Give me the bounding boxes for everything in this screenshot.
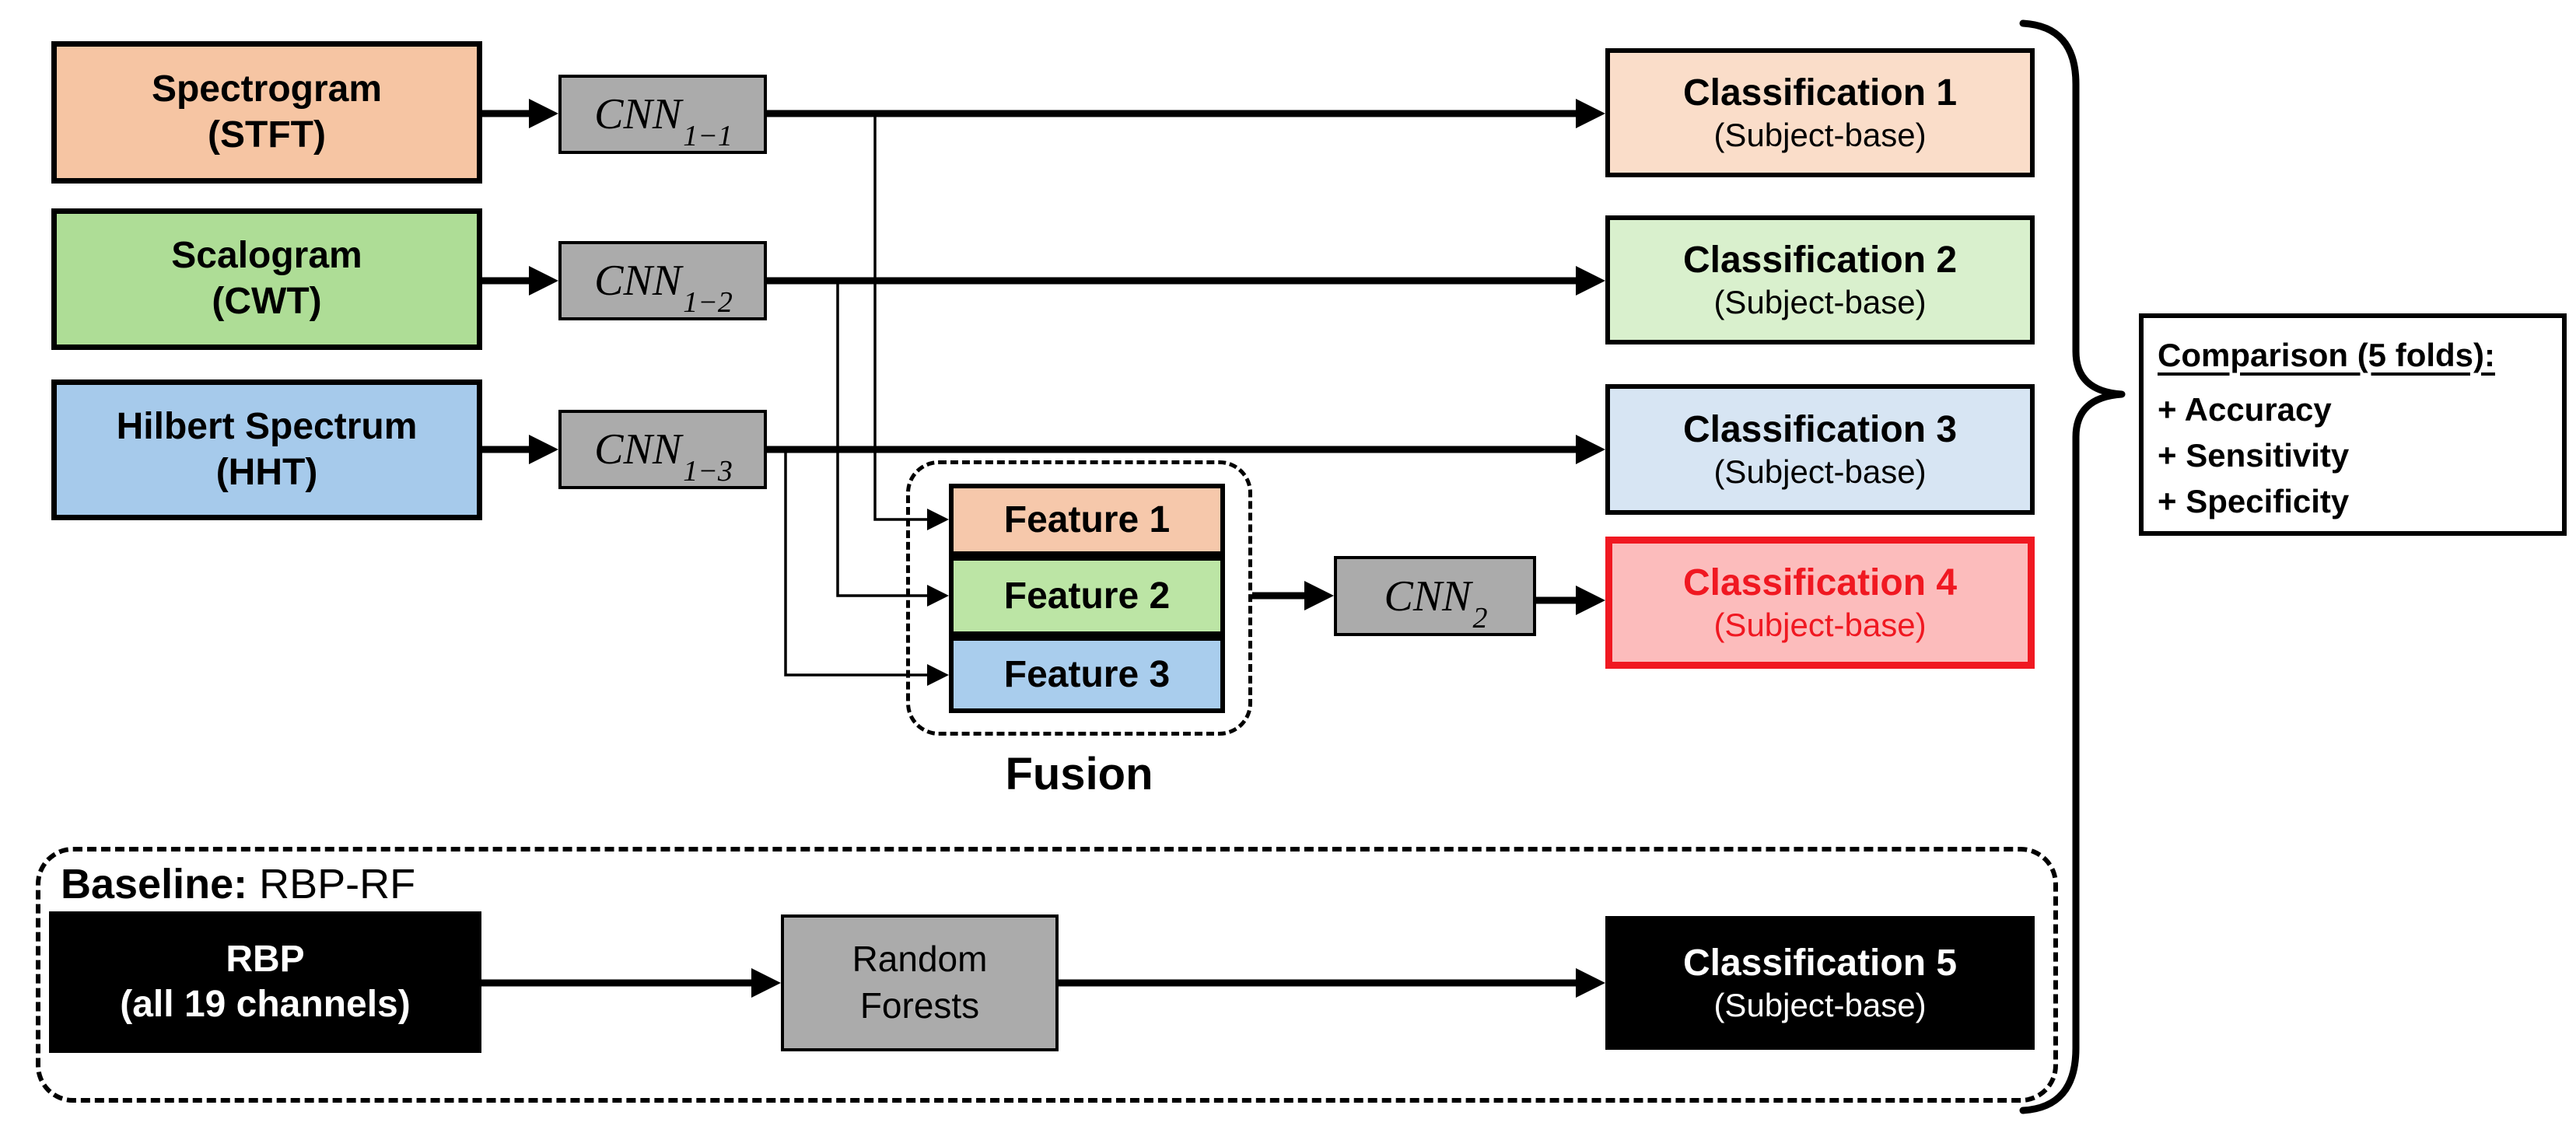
feature-label: Feature 1 bbox=[1003, 499, 1171, 540]
fusion-label: Fusion bbox=[1005, 749, 1153, 799]
input-box-spectrogram: Spectrogram (STFT) bbox=[51, 41, 482, 184]
random-forests-box: Random Forests bbox=[781, 914, 1059, 1051]
input-sublabel: (CWT) bbox=[212, 281, 322, 322]
classification-sublabel: (Subject-base) bbox=[1713, 116, 1927, 153]
rbp-sublabel: (all 19 channels) bbox=[120, 984, 411, 1025]
branch-cnn11-to-feature1 bbox=[873, 114, 930, 521]
branch-cnn13-to-feature3 bbox=[784, 449, 930, 677]
arrowhead bbox=[1304, 581, 1334, 610]
arrowhead bbox=[1576, 586, 1605, 615]
baseline-container bbox=[36, 847, 2058, 1103]
arrowhead bbox=[751, 968, 781, 998]
classification-label: Classification 2 bbox=[1682, 240, 1958, 281]
feature-3-box: Feature 3 bbox=[949, 636, 1225, 713]
input-box-hilbert-spectrum: Hilbert Spectrum (HHT) bbox=[51, 379, 482, 520]
input-label: Scalogram bbox=[171, 235, 362, 277]
arrowhead bbox=[529, 266, 558, 295]
cnn-label: CNN1−3 bbox=[594, 425, 733, 488]
classification-sublabel: (Subject-base) bbox=[1713, 986, 1927, 1023]
rbp-label: RBP bbox=[226, 939, 305, 981]
classification-label: Classification 5 bbox=[1682, 942, 1958, 984]
cnn-label: CNN1−2 bbox=[594, 257, 733, 320]
arrowhead bbox=[1576, 266, 1605, 295]
classification-1-box: Classification 1 (Subject-base) bbox=[1605, 48, 2035, 177]
arrowhead-small bbox=[927, 509, 949, 530]
classification-sublabel: (Subject-base) bbox=[1713, 606, 1927, 643]
cnn-1-2-box: CNN1−2 bbox=[558, 241, 767, 320]
comparison-item-sensitivity: + Sensitivity bbox=[2158, 437, 2350, 474]
baseline-label-bold: Baseline: bbox=[61, 861, 248, 907]
classification-sublabel: (Subject-base) bbox=[1713, 453, 1927, 490]
input-box-scalogram: Scalogram (CWT) bbox=[51, 208, 482, 350]
cnn-label: CNN1−1 bbox=[594, 90, 733, 153]
fusion-container bbox=[906, 460, 1252, 736]
arrowhead bbox=[1576, 968, 1605, 998]
cnn-label: CNN2 bbox=[1384, 572, 1488, 635]
classification-label: Classification 1 bbox=[1682, 72, 1958, 114]
comparison-item-specificity: + Specificity bbox=[2158, 483, 2350, 519]
classification-label: Classification 4 bbox=[1682, 562, 1958, 603]
cnn-1-1-box: CNN1−1 bbox=[558, 75, 767, 154]
classification-sublabel: (Subject-base) bbox=[1713, 283, 1927, 320]
rbp-box: RBP (all 19 channels) bbox=[49, 911, 481, 1053]
comparison-item-accuracy: + Accuracy bbox=[2158, 391, 2332, 428]
feature-1-box: Feature 1 bbox=[949, 484, 1225, 556]
comparison-title: Comparison (5 folds): bbox=[2158, 337, 2496, 373]
input-label: Hilbert Spectrum bbox=[116, 405, 418, 447]
input-sublabel: (STFT) bbox=[208, 114, 326, 156]
branch-cnn12-to-feature2 bbox=[836, 281, 930, 597]
classification-2-box: Classification 2 (Subject-base) bbox=[1605, 215, 2035, 344]
arrowhead bbox=[529, 435, 558, 464]
classification-5-box: Classification 5 (Subject-base) bbox=[1605, 916, 2035, 1050]
random-forests-label-line2: Forests bbox=[859, 985, 980, 1026]
cnn-2-box: CNN2 bbox=[1334, 556, 1536, 636]
input-label: Spectrogram bbox=[151, 68, 383, 110]
comparison-box: Comparison (5 folds): + Accuracy + Sensi… bbox=[2139, 313, 2567, 536]
arrowhead bbox=[1576, 435, 1605, 464]
baseline-label-rest: RBP-RF bbox=[247, 861, 416, 907]
curly-brace bbox=[2019, 19, 2126, 1114]
feature-label: Feature 2 bbox=[1003, 575, 1171, 617]
input-sublabel: (HHT) bbox=[215, 451, 318, 493]
classification-4-box: Classification 4 (Subject-base) bbox=[1605, 537, 2035, 669]
feature-2-box: Feature 2 bbox=[949, 556, 1225, 636]
arrowhead-small bbox=[927, 585, 949, 607]
arrowhead-small bbox=[927, 664, 949, 686]
classification-label: Classification 3 bbox=[1682, 409, 1958, 450]
arrowhead bbox=[1576, 99, 1605, 128]
baseline-label: Baseline: RBP-RF bbox=[61, 860, 415, 908]
classification-3-box: Classification 3 (Subject-base) bbox=[1605, 384, 2035, 515]
random-forests-label-line1: Random bbox=[852, 939, 988, 980]
feature-label: Feature 3 bbox=[1003, 654, 1171, 695]
arrowhead bbox=[529, 99, 558, 128]
cnn-1-3-box: CNN1−3 bbox=[558, 410, 767, 489]
